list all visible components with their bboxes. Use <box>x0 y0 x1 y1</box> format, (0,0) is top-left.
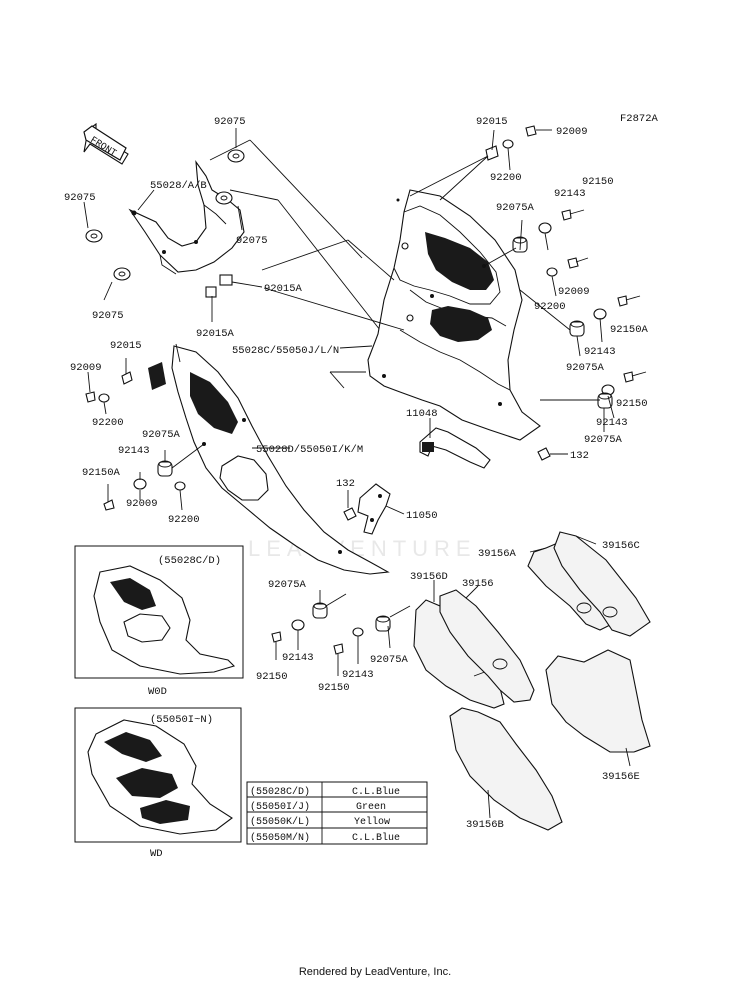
part-label: 92143 <box>584 346 616 358</box>
inset-wd-title: (55050I~N) <box>150 714 213 726</box>
part-label: 92150A <box>82 467 121 479</box>
part-label: 92150 <box>318 682 350 694</box>
part-label: 92200 <box>168 514 200 526</box>
part-label: 55028/A/B <box>150 180 207 192</box>
part-label: 39156C <box>602 540 640 552</box>
part-label: 39156E <box>602 771 640 783</box>
part-label: 11048 <box>406 408 438 420</box>
part-label: 92075A <box>370 654 409 666</box>
color-table-color: Green <box>356 802 386 813</box>
part-label: 92075A <box>566 362 605 374</box>
part-label: 92143 <box>118 445 150 457</box>
grommet-icon <box>85 149 245 281</box>
inset-w0d-title: (55028C/D) <box>158 555 221 567</box>
part-label: 92015A <box>196 328 235 340</box>
part-label: 92200 <box>92 417 124 429</box>
part-label: 92200 <box>490 172 522 184</box>
hardware-left-icon <box>85 371 186 511</box>
part-label: 92150A <box>610 324 649 336</box>
color-table-color: C.L.Blue <box>352 832 400 844</box>
part-label: 92075 <box>214 116 246 128</box>
part-label: 92075A <box>142 429 181 441</box>
inner-cowl-part <box>128 160 245 298</box>
hardware-lower-icon <box>271 602 391 655</box>
pad-39156b-part <box>449 707 563 831</box>
part-label: 55028D/55050I/K/M <box>256 444 363 456</box>
pad-39156-part <box>439 589 535 703</box>
color-table-code: (55028C/D) <box>250 786 310 798</box>
part-label: 39156 <box>462 578 494 590</box>
part-label: 92009 <box>556 126 588 138</box>
part-label: 92075A <box>496 202 535 214</box>
part-label: 92075 <box>64 192 96 204</box>
part-label: 92150 <box>256 671 288 683</box>
part-labels: 92075 55028/A/B 92075 92075 92075 92015A… <box>64 116 649 831</box>
footer-credit: Rendered by LeadVenture, Inc. <box>299 966 451 978</box>
bracket-11048-part <box>419 418 491 469</box>
bolt-icon <box>343 447 568 521</box>
color-table-code: (55050M/N) <box>250 832 310 844</box>
figure-code: F2872A <box>620 113 659 125</box>
inset-w0d-caption: W0D <box>148 686 167 698</box>
upper-cowl-part <box>367 189 541 441</box>
part-label: 92150 <box>582 176 614 188</box>
part-label: 92075 <box>92 310 124 322</box>
part-label: 132 <box>570 450 589 462</box>
bracket-11050-part <box>357 483 405 535</box>
part-label: 132 <box>336 478 355 490</box>
part-label: 55028C/55050J/L/N <box>232 345 339 357</box>
front-arrow-icon: FRONT <box>83 122 129 165</box>
part-label: 92150 <box>616 398 648 410</box>
color-table-code: (55050I/J) <box>250 801 310 813</box>
color-table: (55028C/D) C.L.Blue (55050I/J) Green (55… <box>246 781 428 845</box>
part-label: 92009 <box>558 286 590 298</box>
inset-wd-caption: WD <box>150 848 163 860</box>
part-label: 92075 <box>236 235 268 247</box>
pad-39156c-part <box>553 531 651 637</box>
part-label: 92009 <box>126 498 158 510</box>
part-label: 39156A <box>478 548 517 560</box>
part-label: 92143 <box>342 669 374 681</box>
part-label: 92015 <box>476 116 508 128</box>
part-label: 92075A <box>584 434 623 446</box>
part-label: 39156D <box>410 571 448 583</box>
part-label: 92015A <box>264 283 303 295</box>
part-label: 92143 <box>596 417 628 429</box>
part-label: 92075A <box>268 579 307 591</box>
color-table-code: (55050K/L) <box>250 816 310 828</box>
part-label: 92143 <box>554 188 586 200</box>
part-label: 11050 <box>406 510 438 522</box>
part-label: 92009 <box>70 362 102 374</box>
color-table-color: Yellow <box>354 816 390 828</box>
part-label: 39156B <box>466 819 504 831</box>
color-table-color: C.L.Blue <box>352 786 400 798</box>
pad-39156e-part <box>545 649 651 753</box>
lower-cowl-part <box>148 343 390 575</box>
part-label: 92200 <box>534 301 566 313</box>
part-label: 92143 <box>282 652 314 664</box>
part-label: 92015 <box>110 340 142 352</box>
inset-wd: (55050I~N) WD <box>74 707 242 860</box>
inset-w0d: (55028C/D) W0D <box>74 545 244 698</box>
hardware-right-icon <box>485 125 647 409</box>
